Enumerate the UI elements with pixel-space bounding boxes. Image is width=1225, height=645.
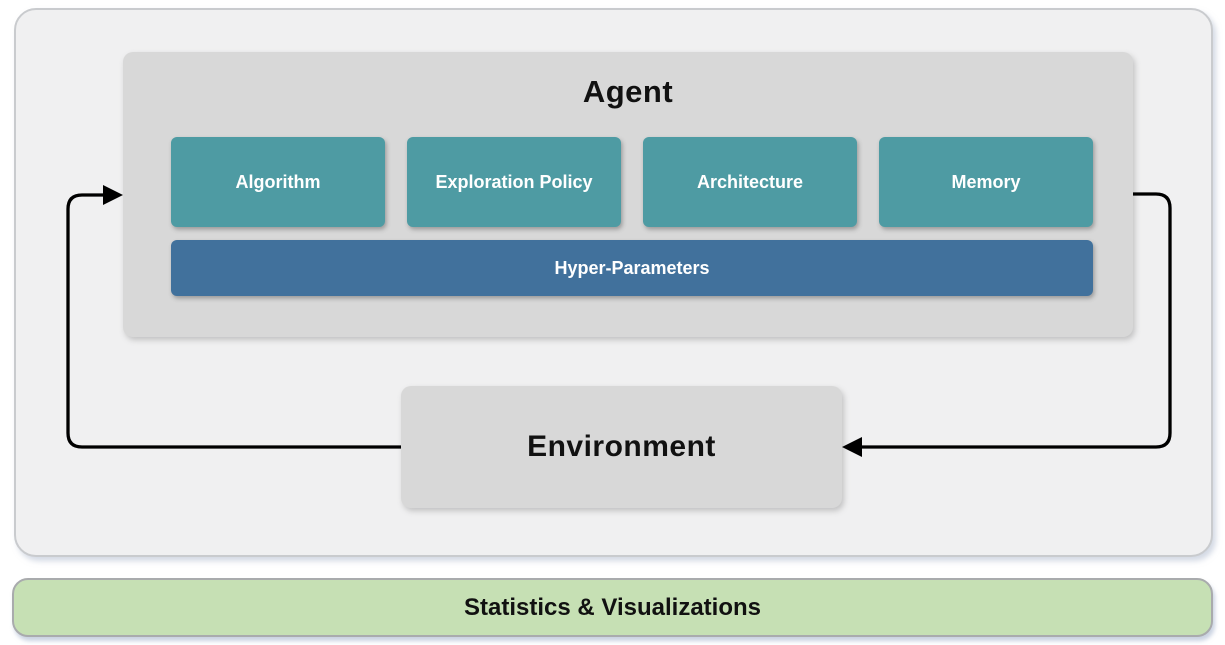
hyper-parameters-bar: Hyper-Parameters	[171, 240, 1093, 296]
statistics-visualizations-label: Statistics & Visualizations	[464, 593, 761, 621]
statistics-visualizations-bar: Statistics & Visualizations	[12, 578, 1213, 637]
module-exploration-policy: Exploration Policy	[407, 137, 621, 227]
module-architecture: Architecture	[643, 137, 857, 227]
agent-box: Agent Algorithm Exploration Policy Archi…	[123, 52, 1133, 337]
agent-module-row: Algorithm Exploration Policy Architectur…	[171, 137, 1093, 227]
environment-title: Environment	[527, 430, 716, 463]
environment-box: Environment	[401, 386, 842, 508]
module-algorithm: Algorithm	[171, 137, 385, 227]
module-memory: Memory	[879, 137, 1093, 227]
rl-loop-panel: Agent Algorithm Exploration Policy Archi…	[14, 8, 1213, 557]
agent-title: Agent	[582, 74, 674, 109]
